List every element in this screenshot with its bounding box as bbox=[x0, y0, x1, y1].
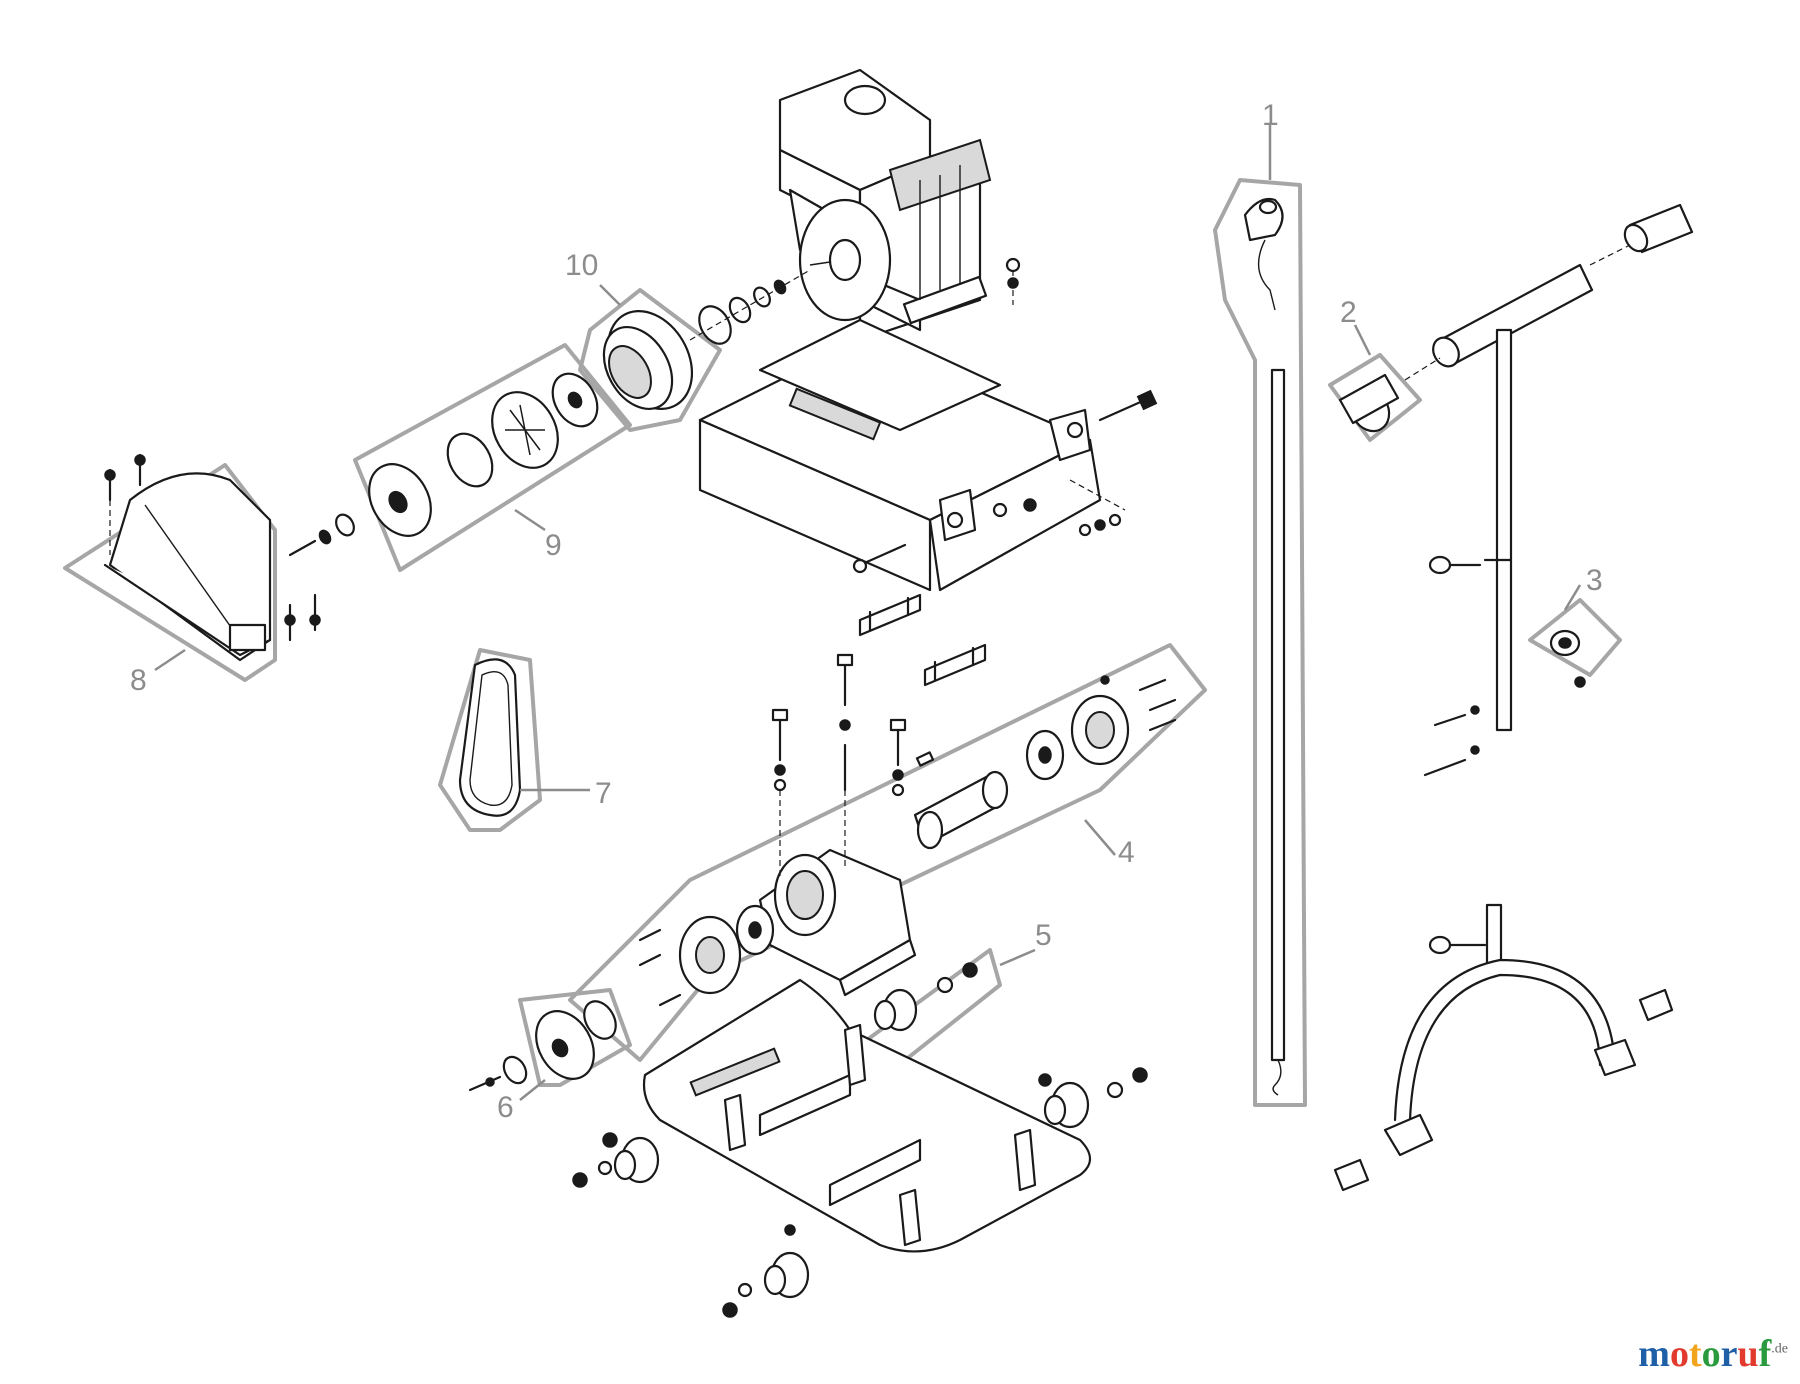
callout-8: 8 bbox=[130, 664, 147, 697]
group-4-exciter bbox=[568, 643, 1207, 1062]
group-8-belt-guard bbox=[63, 453, 321, 682]
group-2-grip bbox=[1328, 203, 1694, 732]
group-7-v-belt bbox=[438, 648, 542, 832]
group-6-exciter-pulley bbox=[468, 988, 632, 1092]
watermark-letter: t bbox=[1688, 1333, 1702, 1375]
watermark-letter: r bbox=[1720, 1333, 1738, 1375]
watermark-letter: u bbox=[1737, 1333, 1759, 1375]
callout-2: 2 bbox=[1340, 296, 1357, 329]
watermark-letter: o bbox=[1701, 1333, 1721, 1375]
group-10-clutch-drum bbox=[578, 269, 811, 432]
motoruf-watermark-logo: motoruf.de bbox=[1638, 1332, 1788, 1376]
callout-leaders bbox=[154, 125, 1582, 1101]
watermark-letter: o bbox=[1669, 1333, 1689, 1375]
group-9-centrifugal-clutch bbox=[288, 343, 632, 572]
mounting-blocks bbox=[858, 593, 987, 687]
handle-stand-frame bbox=[1333, 903, 1674, 1192]
callout-9: 9 bbox=[545, 529, 562, 562]
engine-base-frame bbox=[698, 318, 1158, 592]
engine bbox=[778, 68, 1021, 342]
group-3-lock-nut bbox=[1423, 598, 1622, 777]
callout-1: 1 bbox=[1262, 99, 1279, 132]
callout-5: 5 bbox=[1035, 919, 1052, 952]
callout-10: 10 bbox=[565, 249, 598, 282]
callout-6: 6 bbox=[497, 1091, 514, 1124]
group-1-throttle-cable bbox=[1213, 178, 1307, 1107]
callout-3: 3 bbox=[1586, 564, 1603, 597]
watermark-letter: f bbox=[1758, 1333, 1772, 1375]
watermark-suffix: .de bbox=[1771, 1341, 1788, 1357]
callout-4: 4 bbox=[1118, 836, 1135, 869]
base-plate bbox=[572, 978, 1148, 1318]
callout-7: 7 bbox=[595, 777, 612, 810]
watermark-letter: m bbox=[1638, 1333, 1670, 1375]
